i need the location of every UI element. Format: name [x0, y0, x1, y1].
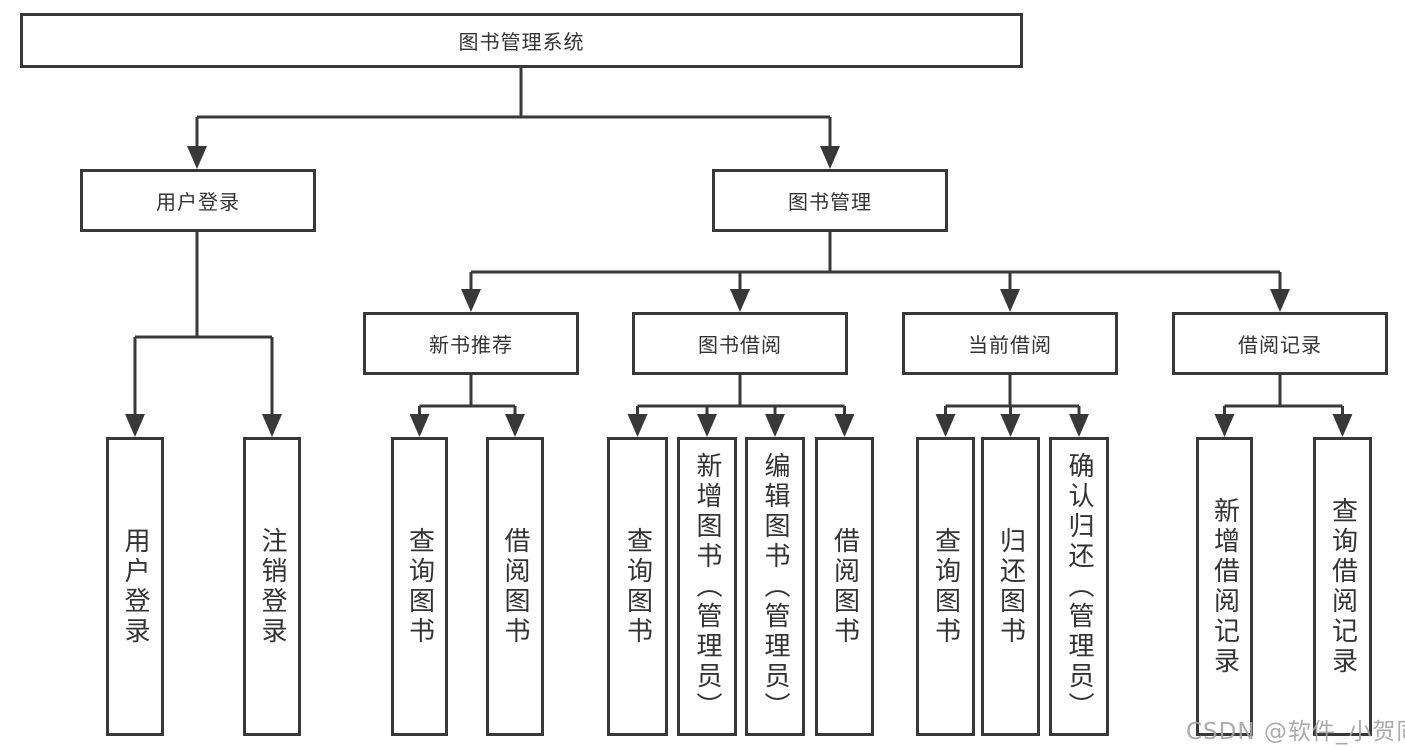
node-new-book-recommend-label: 新书推荐	[429, 333, 513, 357]
csdn-watermark: CSDN @软件_小贺同学	[1186, 719, 1405, 745]
node-leaf-query-books-borrow-label: 查询图书	[622, 526, 653, 647]
node-leaf-return-books-label: 归还图书	[995, 526, 1026, 647]
node-leaf-user-login: 用户登录	[106, 437, 164, 736]
node-leaf-confirm-return-admin: 确认归还（管理员）	[1049, 437, 1109, 736]
node-root-label: 图书管理系统	[458, 30, 585, 54]
node-leaf-add-borrow-record: 新增借阅记录	[1196, 437, 1253, 736]
node-current-borrow: 当前借阅	[902, 312, 1118, 375]
node-leaf-logout: 注销登录	[243, 437, 301, 736]
node-leaf-borrow-books-recommend-label: 借阅图书	[500, 526, 530, 647]
node-leaf-add-book-admin: 新增图书（管理员）	[677, 437, 737, 736]
node-leaf-borrow-books: 借阅图书	[815, 437, 874, 736]
node-leaf-query-books-current: 查询图书	[916, 437, 975, 736]
node-leaf-query-books-current-label: 查询图书	[930, 526, 961, 647]
node-leaf-add-borrow-record-label: 新增借阅记录	[1209, 496, 1240, 677]
node-user-login: 用户登录	[80, 169, 316, 232]
node-borrow-records-label: 借阅记录	[1238, 333, 1322, 357]
node-new-book-recommend: 新书推荐	[363, 312, 579, 375]
node-leaf-confirm-return-admin-label: 确认归还（管理员）	[1064, 451, 1094, 722]
node-root: 图书管理系统	[20, 13, 1023, 68]
node-leaf-query-borrow-record: 查询借阅记录	[1313, 437, 1372, 736]
node-leaf-query-books-recommend-label: 查询图书	[404, 526, 435, 647]
node-leaf-return-books: 归还图书	[981, 437, 1040, 736]
node-leaf-edit-book-admin: 编辑图书（管理员）	[745, 437, 805, 736]
node-borrow-records: 借阅记录	[1172, 312, 1388, 375]
node-leaf-query-books-recommend: 查询图书	[391, 437, 448, 736]
node-current-borrow-label: 当前借阅	[968, 333, 1052, 357]
node-leaf-add-book-admin-label: 新增图书（管理员）	[692, 451, 722, 722]
node-user-login-label: 用户登录	[156, 190, 240, 214]
node-leaf-query-borrow-record-label: 查询借阅记录	[1327, 496, 1358, 677]
node-book-management: 图书管理	[712, 169, 948, 232]
node-leaf-edit-book-admin-label: 编辑图书（管理员）	[760, 451, 790, 722]
node-book-borrow: 图书借阅	[632, 312, 848, 375]
node-leaf-borrow-books-recommend: 借阅图书	[486, 437, 544, 736]
node-leaf-user-login-label: 用户登录	[120, 526, 150, 647]
node-book-borrow-label: 图书借阅	[698, 333, 782, 357]
node-leaf-borrow-books-label: 借阅图书	[829, 526, 860, 647]
node-leaf-logout-label: 注销登录	[257, 526, 287, 647]
node-leaf-query-books-borrow: 查询图书	[607, 437, 668, 736]
node-book-management-label: 图书管理	[788, 190, 872, 214]
